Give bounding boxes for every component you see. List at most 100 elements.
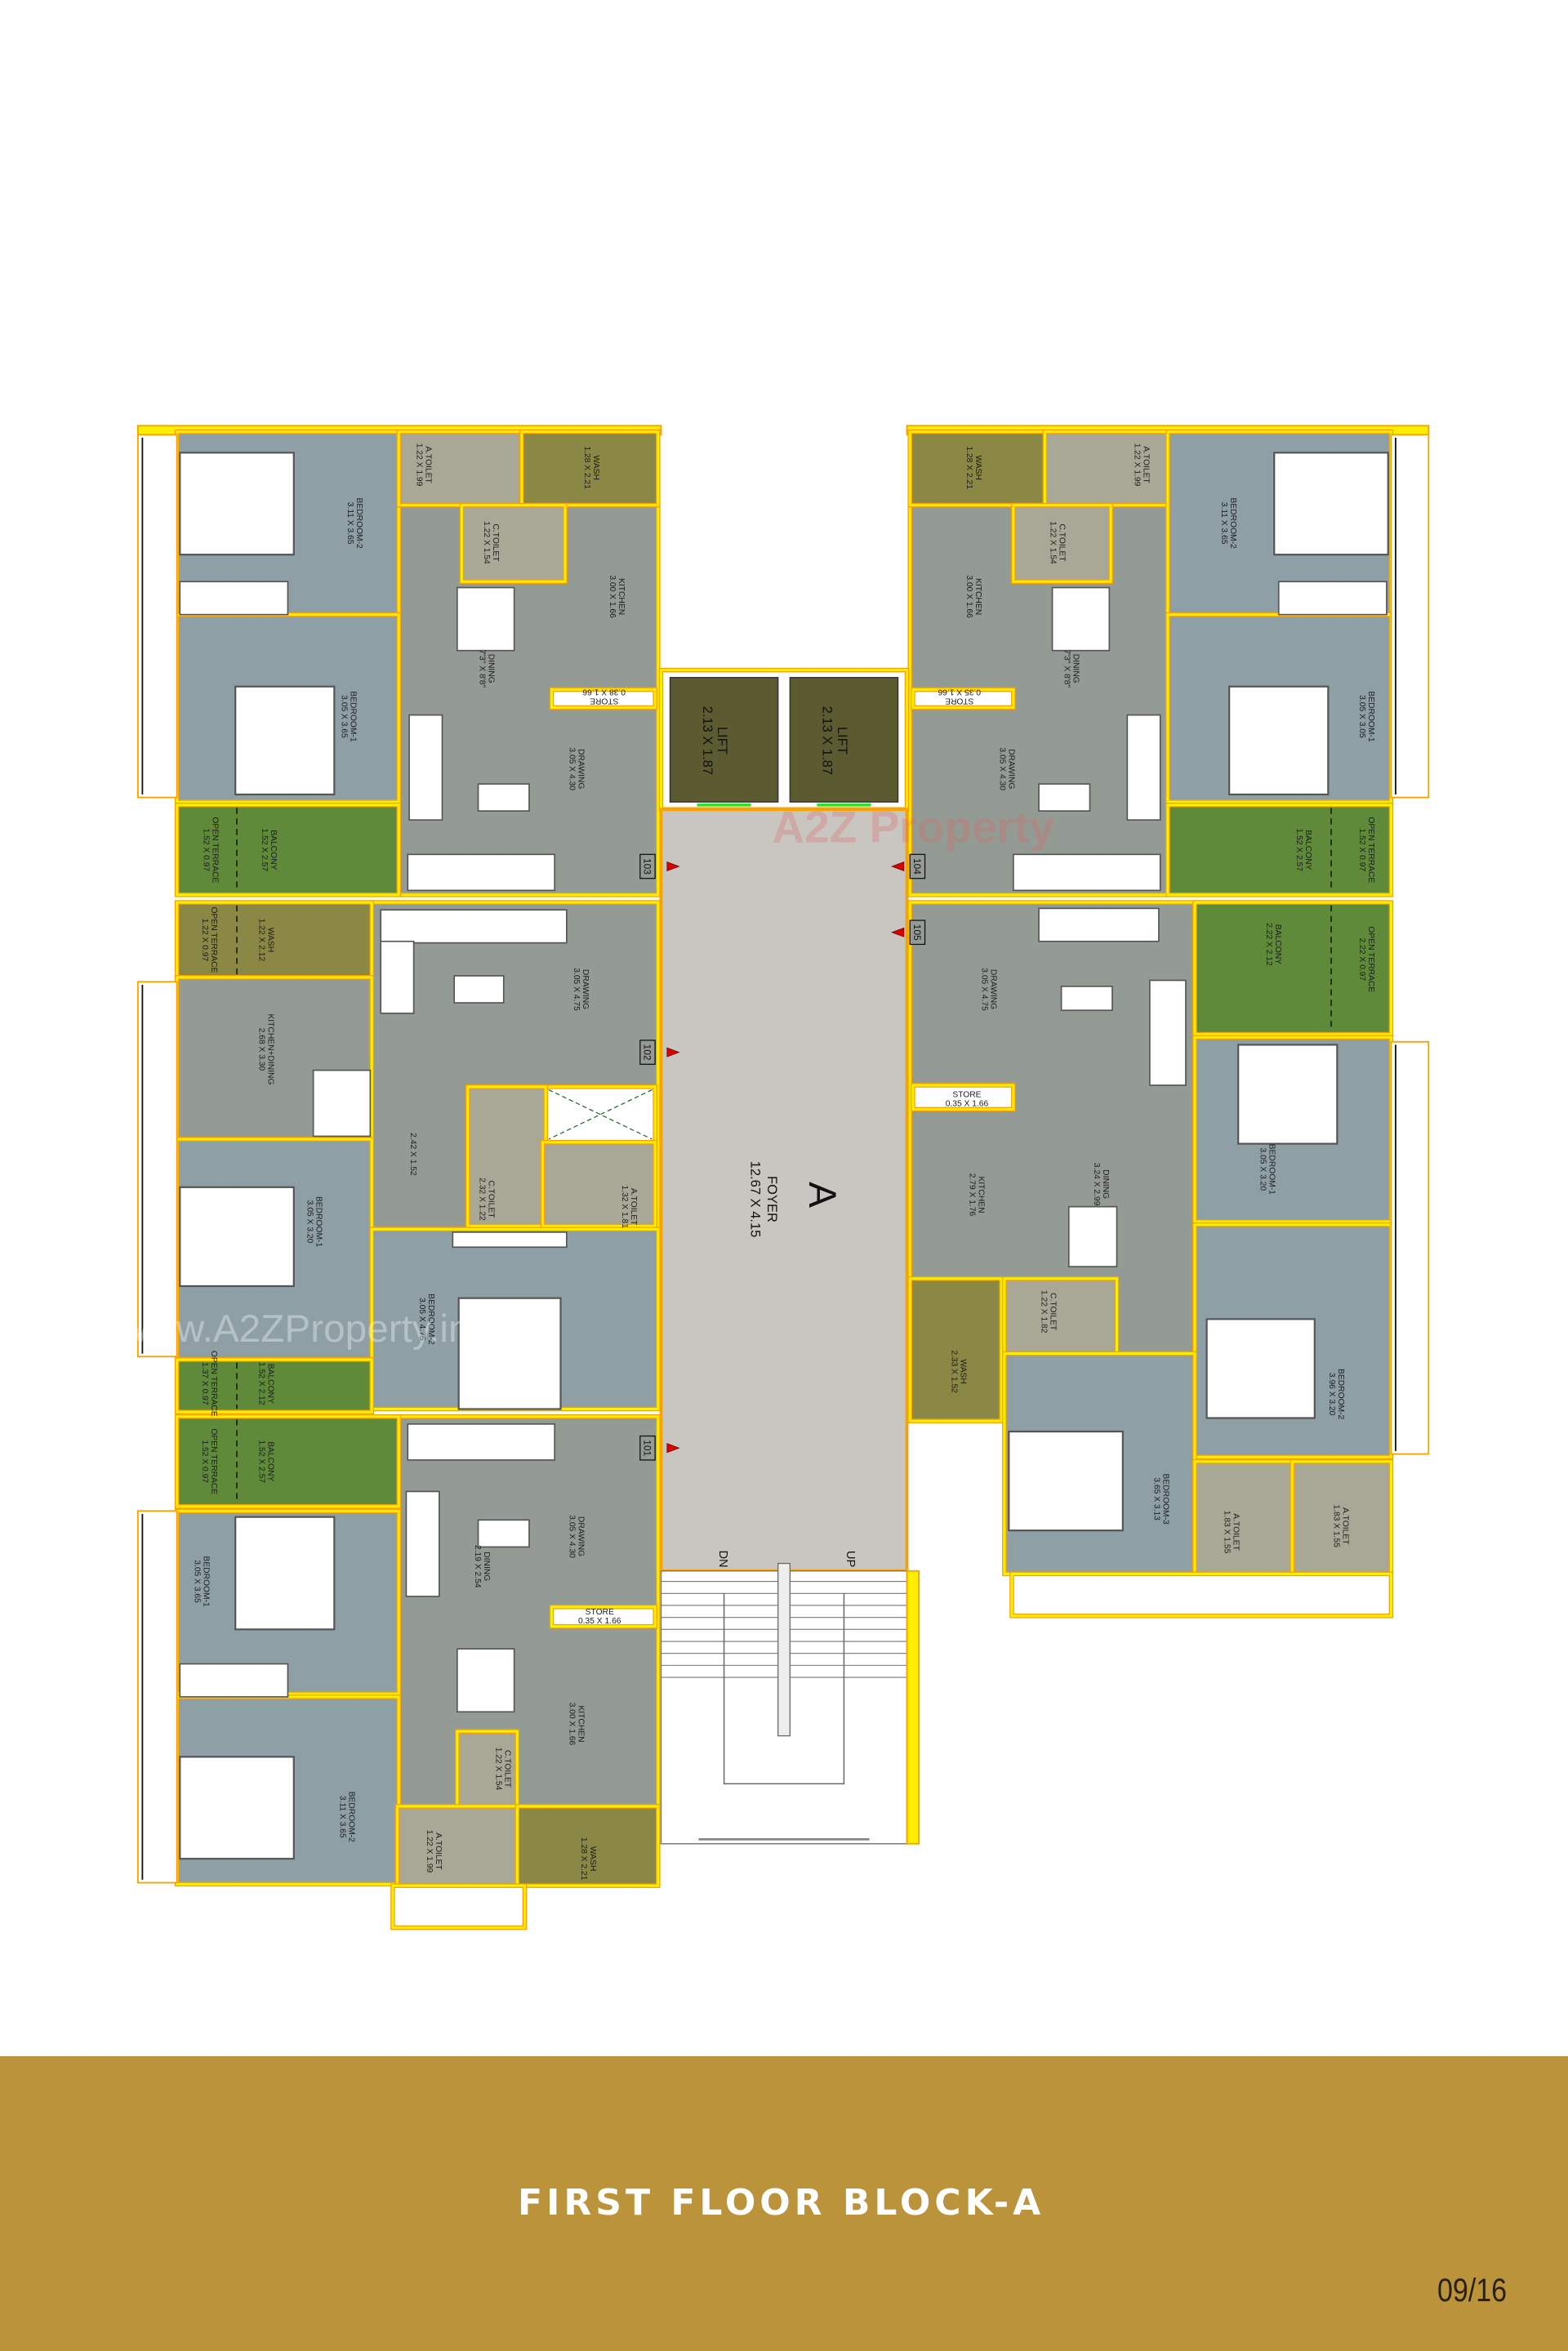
room-label-text: DRAWING3.05 X 4.75 (572, 968, 590, 1011)
room-label-text: KITCHEN3.00 X 1.66 (964, 575, 982, 618)
room-name: OPEN TERRACE (209, 1428, 218, 1494)
room-label-text: OPEN TERRACE1.52 X 0.97 (200, 1428, 218, 1494)
room-dims: 2.22 X 2.12 (1264, 923, 1273, 966)
lift-label: LIFT2.13 X 1.87 (700, 706, 730, 775)
store-105-wall (911, 1084, 1015, 1111)
unit-number-tag: 102 (639, 1040, 656, 1065)
room-dims: 3.05 X 4.75 (572, 968, 581, 1011)
room-name: A.TOILET (1232, 1513, 1241, 1551)
room-dims: 2.19 X 2.54 (473, 1545, 482, 1588)
room-label-text: BALCONY1.52 X 2.12 (257, 1362, 275, 1405)
room-label: BALCONY1.52 X 2.57 (1294, 829, 1312, 872)
sofa (1013, 853, 1161, 892)
bed (1237, 1044, 1339, 1145)
dining-table (1067, 1205, 1118, 1267)
room-dims: 1.22 X 1.54 (494, 1748, 503, 1791)
balcony-103-wall (176, 804, 400, 897)
room-dims: 0.35 X 1.66 (946, 1100, 989, 1109)
wash-105 (907, 1276, 1004, 1423)
room-label: OPEN TERRACE1.22 X 0.97 (200, 907, 218, 973)
room-name: DINING (482, 1552, 491, 1581)
room-label: KITCHEN2.79 X 1.76 (968, 1173, 986, 1217)
room-name: BEDROOM-2 (354, 498, 363, 549)
room-dims: 1.22 X 1.82 (1040, 1290, 1049, 1334)
bed (179, 1756, 295, 1860)
room-dims: 1.52 X 0.97 (200, 1440, 209, 1483)
lift-label-text: LIFT2.13 X 1.87 (700, 706, 730, 775)
room-name: BALCONY (266, 1441, 275, 1481)
room-label-text: 2.42 X 1.52 (408, 1133, 417, 1176)
room-dims: 3.96 X 3.20 (1327, 1373, 1336, 1416)
dining-table (1051, 586, 1111, 652)
room-label: STORE0.38 X 1.66 (582, 687, 626, 705)
bed (234, 1516, 336, 1631)
room-dims: 1.52 X 0.97 (202, 829, 211, 872)
room-dims: 0.35 X 1.66 (938, 687, 981, 696)
store-101-wall (550, 1605, 657, 1628)
room-dims: 3.05 X 4.75 (979, 968, 988, 1011)
room-dims: 0.38 X 1.66 (582, 687, 626, 696)
room-dims: 1.28 X 2.21 (964, 446, 973, 489)
room-dims: 3.05 X 3.20 (305, 1200, 314, 1244)
room-label-text: OPEN TERRACE1.37 X 0.97 (200, 1351, 218, 1417)
room-label-text: DRAWING3.05 X 4.30 (568, 1515, 586, 1558)
room-dims: 3.24 X 2.99 (1092, 1163, 1101, 1206)
room-label-text: A.TOILET1.83 X 1.55 (1223, 1511, 1241, 1554)
room-label-text: DRAWING3.05 X 4.75 (979, 968, 997, 1011)
room-name: WASH (591, 456, 600, 480)
room-dims: 7'3" X 8'8" (1062, 649, 1071, 688)
unit-number: 103 (642, 858, 653, 875)
room-label: OPEN TERRACE2.22 X 0.97 (1357, 926, 1375, 992)
sofa (477, 783, 530, 812)
room-label: WASH1.28 X 2.21 (964, 446, 982, 489)
room-name: STORE (952, 1091, 981, 1100)
room-dims: 3.11 X 3.65 (345, 502, 354, 545)
room-label: C.TOILET1.22 X 1.54 (1049, 521, 1067, 564)
room-dims: 2.79 X 1.76 (968, 1173, 977, 1217)
room-dims: 2.33 X 1.52 (950, 1350, 959, 1393)
room-name: KITCHEN+DINING (266, 1013, 275, 1084)
balcony-102-wall (176, 1358, 373, 1414)
room-name: BEDROOM-2 (347, 1792, 356, 1842)
a-toilet-101 (394, 1804, 520, 1888)
sofa (1060, 986, 1113, 1012)
room-name: BEDROOM-2 (1228, 498, 1237, 549)
room-label: KITCHEN+DINING2.68 X 3.30 (257, 1013, 275, 1084)
entrance-arrow-icon (891, 927, 905, 937)
room-label-text: STORE0.38 X 1.66 (582, 687, 626, 705)
balcony-ledge-101 (390, 1883, 528, 1930)
room-label-text: WASH1.28 X 2.21 (579, 1837, 597, 1881)
block-letter: A (800, 1182, 844, 1208)
unit-number: 101 (642, 1440, 653, 1456)
room-label: A.TOILET1.22 X 1.99 (1133, 443, 1151, 487)
room-label: DRAWING3.05 X 4.75 (572, 968, 590, 1011)
room-dims: 3.05 X 3.65 (340, 695, 349, 738)
sofa (408, 714, 443, 821)
room-label-text: BEDROOM-23.11 X 3.65 (338, 1792, 356, 1842)
room-label: BALCONY1.52 X 2.57 (260, 829, 278, 872)
foyer-dims: 12.67 X 4.15 (748, 1161, 764, 1238)
bed (1273, 452, 1389, 556)
room-label: C.TOILET1.22 X 1.54 (494, 1748, 512, 1791)
room-name: BEDROOM-2 (426, 1293, 435, 1344)
balcony-ledge-101-wall (391, 1884, 526, 1930)
bed (1008, 1430, 1124, 1532)
room-label: BEDROOM-23.11 X 3.65 (1219, 498, 1237, 549)
a-toilet-102 (540, 1139, 657, 1229)
room-name: OPEN TERRACE (209, 907, 218, 973)
room-dims: 3.00 X 1.66 (608, 575, 617, 618)
sofa (1126, 714, 1161, 821)
room-label-text: BEDROOM-23.11 X 3.65 (345, 498, 363, 549)
room-name: A.TOILET (434, 1832, 443, 1870)
room-name: DINING (486, 654, 495, 683)
room-name: A.TOILET (1341, 1507, 1350, 1545)
window-ledge (136, 434, 178, 799)
window-ledge (1390, 434, 1430, 799)
room-label: A.TOILET1.83 X 1.55 (1332, 1504, 1350, 1547)
unit-tag-box (909, 919, 926, 946)
room-label-text: WASH1.28 X 2.21 (582, 446, 600, 489)
window-ledge (136, 1510, 178, 1884)
